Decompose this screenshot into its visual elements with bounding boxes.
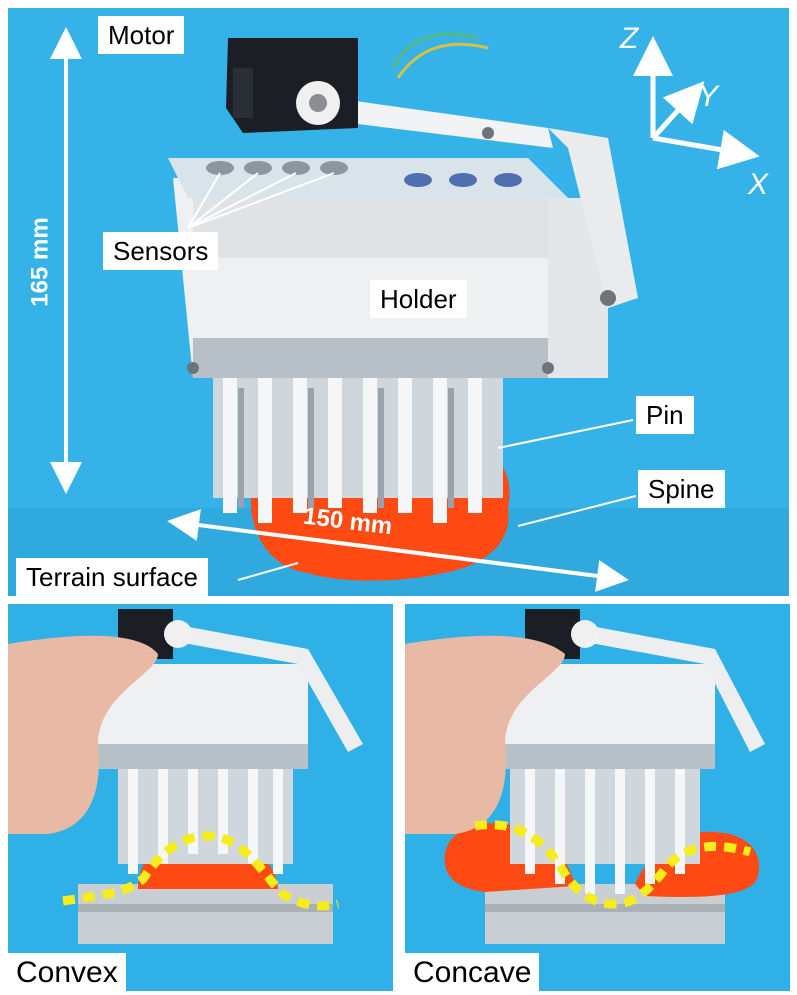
concave-profile-line — [474, 820, 752, 909]
motor-unit — [226, 38, 358, 133]
terrain-surface-label: Terrain surface — [16, 558, 208, 596]
convex-illustration — [8, 609, 363, 944]
holder-label: Holder — [370, 280, 467, 318]
z-axis-label: Z — [620, 22, 639, 55]
width-arrow — [167, 509, 629, 592]
concave-photo-panel: Concave — [405, 604, 790, 991]
motor-label: Motor — [98, 16, 185, 54]
hand — [405, 635, 565, 834]
linkage-arm — [298, 93, 638, 308]
pin-array — [213, 358, 503, 523]
rail — [78, 884, 333, 944]
top-plate — [168, 158, 568, 198]
hand — [8, 635, 158, 834]
coordinate-axes — [633, 36, 760, 170]
convex-caption: Convex — [8, 953, 126, 991]
spine-label: Spine — [638, 470, 725, 508]
height-dimension-label: 165 mm — [26, 217, 54, 307]
holder-body — [173, 178, 608, 378]
convex-photo-panel: Convex — [8, 604, 393, 991]
top-photo-panel: Motor Sensors Holder Pin Spine Terrain s… — [8, 8, 789, 596]
gripper-illustration — [8, 27, 789, 596]
sensors-label: Sensors — [103, 232, 219, 270]
convex-profile-line — [62, 831, 340, 911]
pin-label: Pin — [636, 396, 694, 434]
x-axis-label: X — [748, 168, 769, 201]
concave-illustration — [405, 609, 765, 944]
concave-caption: Concave — [405, 953, 540, 991]
y-axis-label: Y — [698, 80, 719, 113]
